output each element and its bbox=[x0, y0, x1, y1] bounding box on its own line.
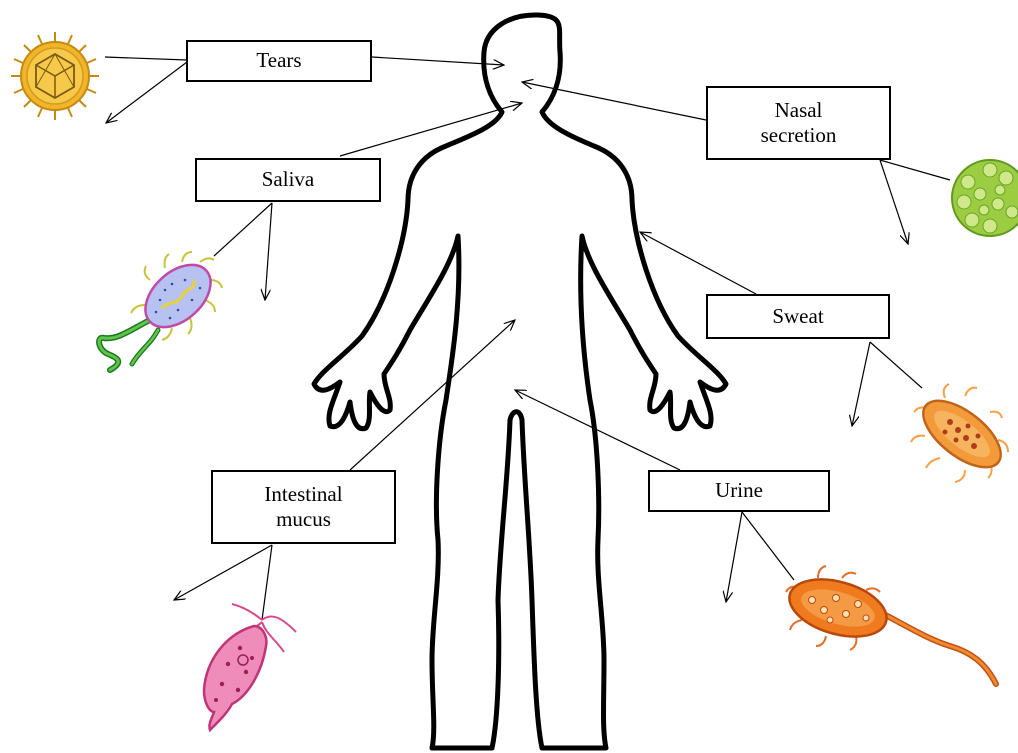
nasal-label-line1: Nasal bbox=[775, 98, 823, 123]
human-body-outline bbox=[314, 15, 726, 748]
tears-label: Tears bbox=[256, 48, 301, 73]
intestinal-mucus-label-box: Intestinal mucus bbox=[211, 470, 396, 544]
virus-icon bbox=[11, 32, 99, 120]
bacillus-tail-icon bbox=[783, 566, 996, 684]
protozoan-icon bbox=[204, 604, 296, 730]
saliva-label-box: Saliva bbox=[195, 158, 381, 202]
nasal-secretion-label-box: Nasal secretion bbox=[706, 86, 891, 160]
bacterium-flagellated-icon bbox=[99, 252, 222, 370]
urine-label-box: Urine bbox=[648, 470, 830, 512]
tears-label-box: Tears bbox=[186, 40, 372, 82]
rod-bacterium-icon bbox=[911, 384, 1012, 482]
green-cell-icon bbox=[952, 160, 1018, 236]
intestinal-label-line1: Intestinal bbox=[264, 482, 342, 507]
urine-label: Urine bbox=[715, 478, 763, 503]
sweat-label: Sweat bbox=[772, 304, 823, 329]
intestinal-label-line2: mucus bbox=[276, 507, 331, 532]
sweat-label-box: Sweat bbox=[706, 294, 890, 339]
saliva-label: Saliva bbox=[262, 167, 315, 192]
nasal-label-line2: secretion bbox=[761, 123, 837, 148]
